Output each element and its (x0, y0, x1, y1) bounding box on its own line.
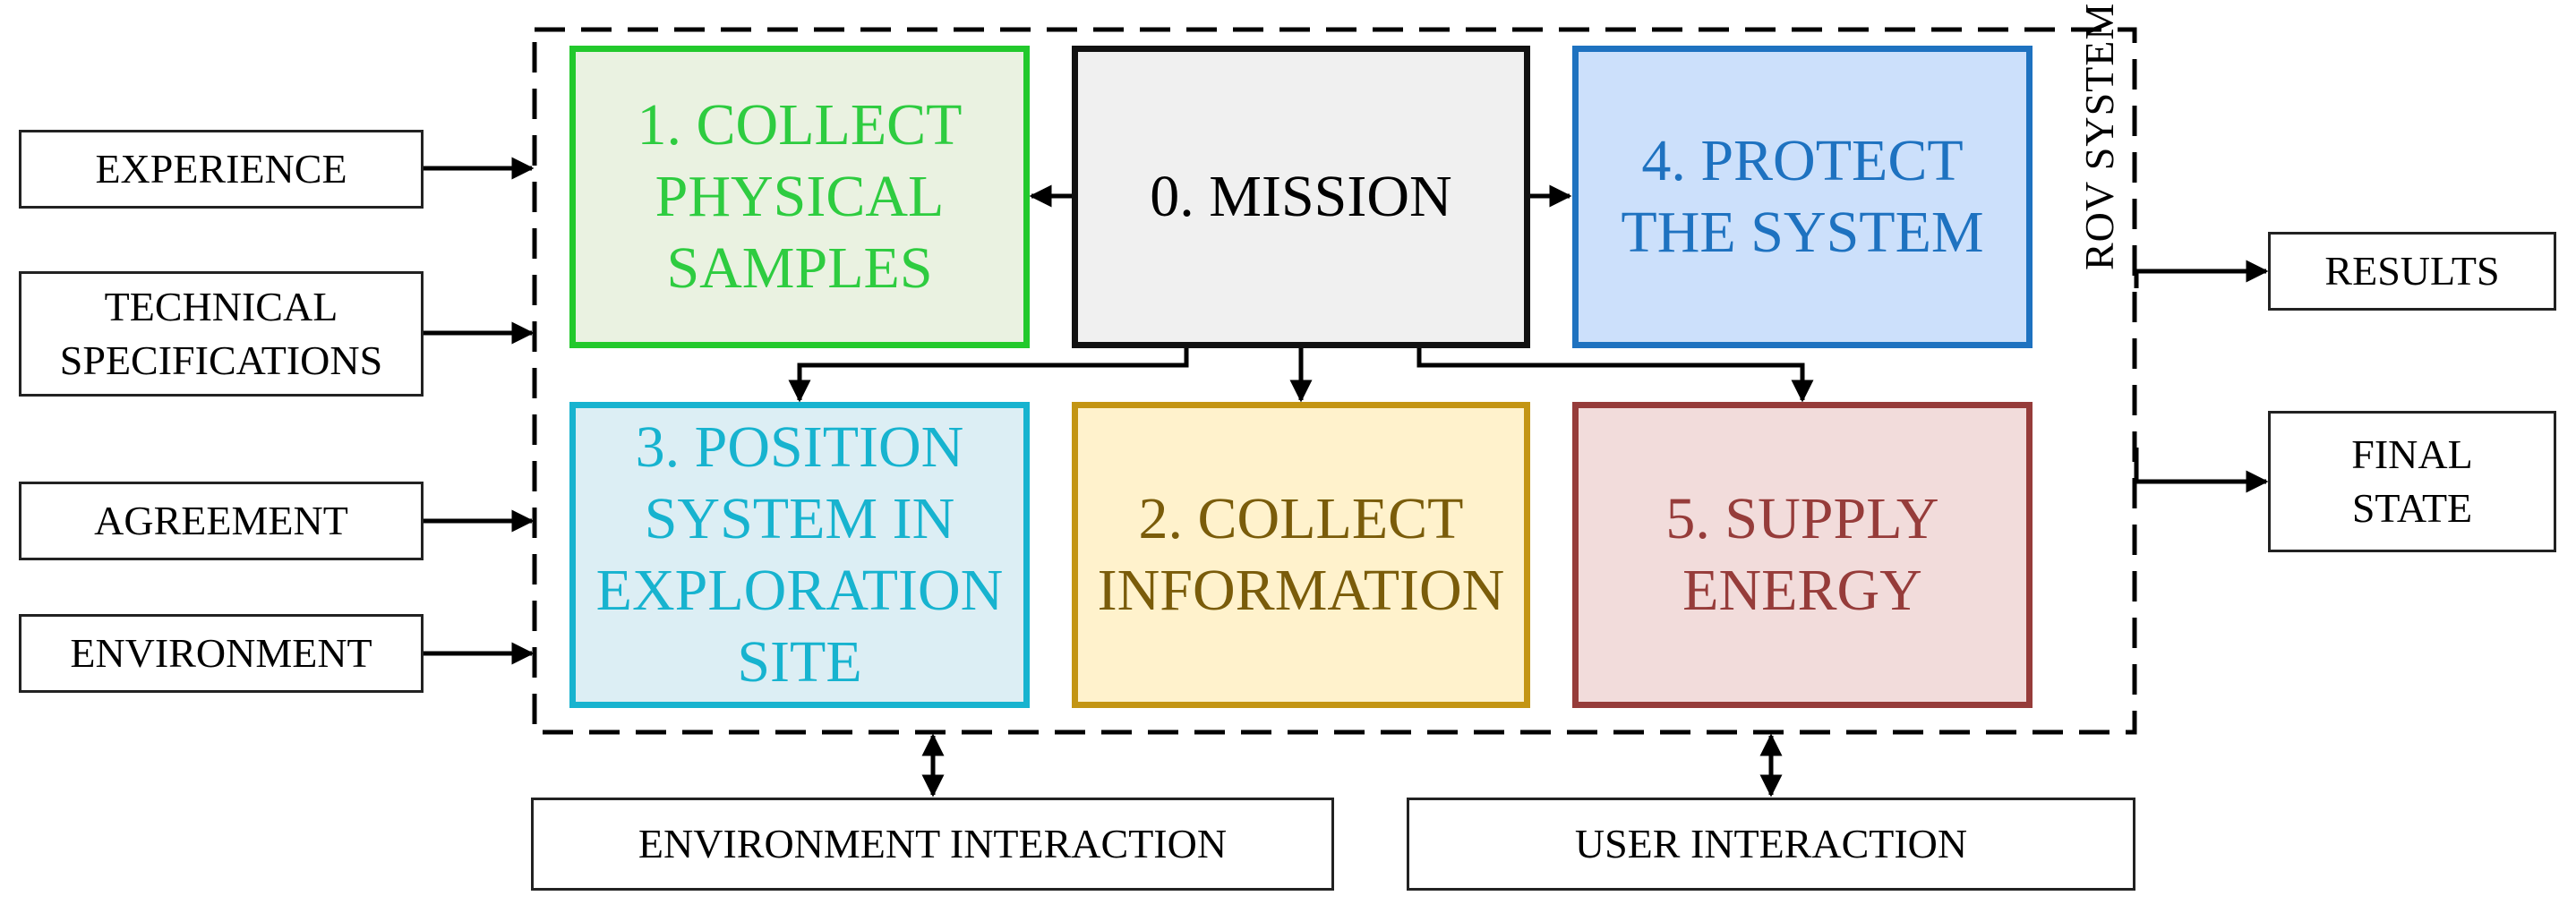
mission-to-supply-energy-arrow (1416, 346, 1814, 403)
input-agreement: AGREEMENT (19, 482, 424, 560)
function-collect-physical-samples: 1. COLLECT PHYSICAL SAMPLES (569, 46, 1030, 348)
rov-system-label: ROV SYSTEM (2076, 2, 2122, 270)
function-collect-information: 2. COLLECT INFORMATION (1072, 402, 1530, 708)
function-protect-the-system: 4. PROTECT THE SYSTEM (1572, 46, 2033, 348)
function-supply-energy: 5. SUPPLY ENERGY (1572, 402, 2033, 708)
function-position-system: 3. POSITION SYSTEM IN EXPLORATION SITE (569, 402, 1030, 708)
mission-to-position-arrow (788, 346, 1189, 403)
output-results: RESULTS (2268, 232, 2556, 311)
input-environment: ENVIRONMENT (19, 614, 424, 693)
output-final-state: FINAL STATE (2268, 411, 2556, 552)
input-technical-specifications: TECHNICAL SPECIFICATIONS (19, 271, 424, 397)
environment-interaction-box: ENVIRONMENT INTERACTION (531, 798, 1334, 891)
rov-system-boundary (532, 27, 2137, 735)
input-experience: EXPERIENCE (19, 130, 424, 209)
results-arrow (2134, 260, 2269, 288)
user-interaction-box: USER INTERACTION (1407, 798, 2135, 891)
function-mission: 0. MISSION (1072, 46, 1530, 348)
final-state-arrow (2134, 448, 2269, 493)
